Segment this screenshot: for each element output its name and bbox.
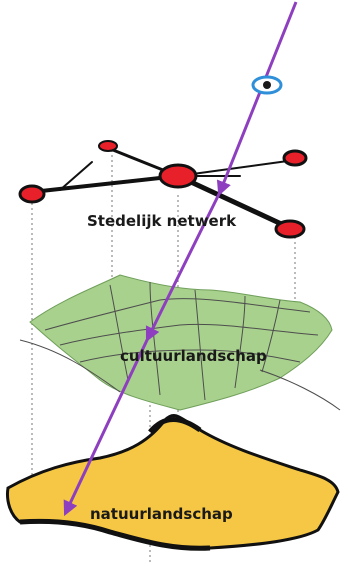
- network-node-top: [98, 140, 118, 152]
- nature-layer: [6, 414, 340, 551]
- sight-line-lower: [63, 337, 150, 517]
- network-node-right-top: [282, 149, 308, 167]
- culture-layer: [19, 274, 341, 411]
- nature-edge-shadow: [19, 518, 211, 551]
- network-node-right-bottom: [274, 219, 306, 239]
- sight-line-middle: [145, 191, 222, 343]
- nature-surface: [6, 414, 340, 550]
- sight-line-upper: [216, 1, 298, 197]
- nature-layer-label: natuurlandschap: [90, 505, 233, 523]
- culture-layer-label: cultuurlandschap: [120, 347, 267, 365]
- sight-line: [63, 1, 298, 517]
- network-layer-label: Stedelijk netwerk: [87, 212, 237, 230]
- network-nodes: [18, 140, 308, 239]
- nature-ridge: [148, 417, 202, 434]
- culture-surface: [29, 274, 333, 411]
- culture-roads: [19, 281, 341, 411]
- eye-icon: [251, 75, 283, 95]
- network-layer: [18, 140, 308, 239]
- network-node-left: [18, 184, 46, 204]
- network-node-main: [158, 163, 198, 189]
